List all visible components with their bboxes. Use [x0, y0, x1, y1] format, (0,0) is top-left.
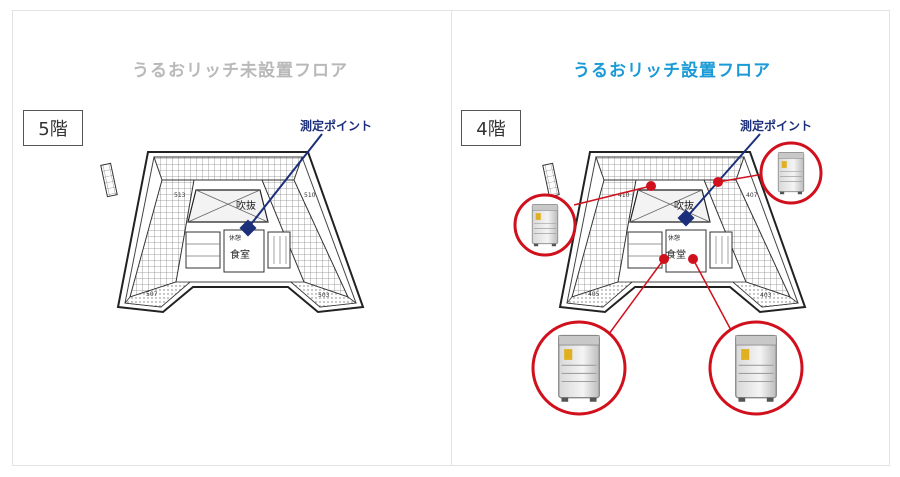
right-room-1: 410 [618, 192, 630, 199]
right-measure-line [685, 133, 761, 219]
left-floor-plan [99, 151, 364, 313]
left-measure-point-label: 測定ポイント [300, 119, 373, 133]
device-placement-dots [646, 177, 723, 264]
left-room-2: 507 [146, 291, 158, 298]
device-right-small [759, 141, 823, 205]
device-bottom-left [531, 320, 627, 416]
left-room-4: 510 [304, 192, 316, 199]
left-panel-title: うるおリッチ未設置フロア [132, 61, 348, 81]
device-callout-lines [573, 173, 765, 339]
right-room-atrium: 吹抜 [674, 199, 694, 212]
panel-divider [451, 10, 452, 466]
right-room-cafeteria: 食堂 [666, 248, 686, 261]
left-measure-marker [239, 219, 257, 237]
left-room-small: 休憩 [229, 234, 241, 242]
right-panel-title: うるおリッチ設置フロア [573, 61, 771, 81]
right-room-2: 405 [588, 291, 600, 298]
left-measure-line [247, 133, 323, 229]
right-room-3: 403 [760, 292, 772, 299]
device-bottom-right [708, 320, 804, 416]
left-room-cafeteria: 食室 [230, 248, 250, 261]
left-floor-label: 5階 [23, 110, 83, 146]
right-floor-label: 4階 [461, 110, 521, 146]
right-room-4: 407 [746, 192, 758, 199]
right-measure-point-label: 測定ポイント [740, 119, 813, 133]
right-room-small: 休憩 [668, 234, 680, 242]
left-room-atrium: 吹抜 [236, 199, 256, 212]
left-room-1: 513 [174, 192, 186, 199]
device-left-small [513, 193, 577, 257]
right-measure-marker [677, 209, 695, 227]
left-room-3: 503 [318, 292, 330, 299]
